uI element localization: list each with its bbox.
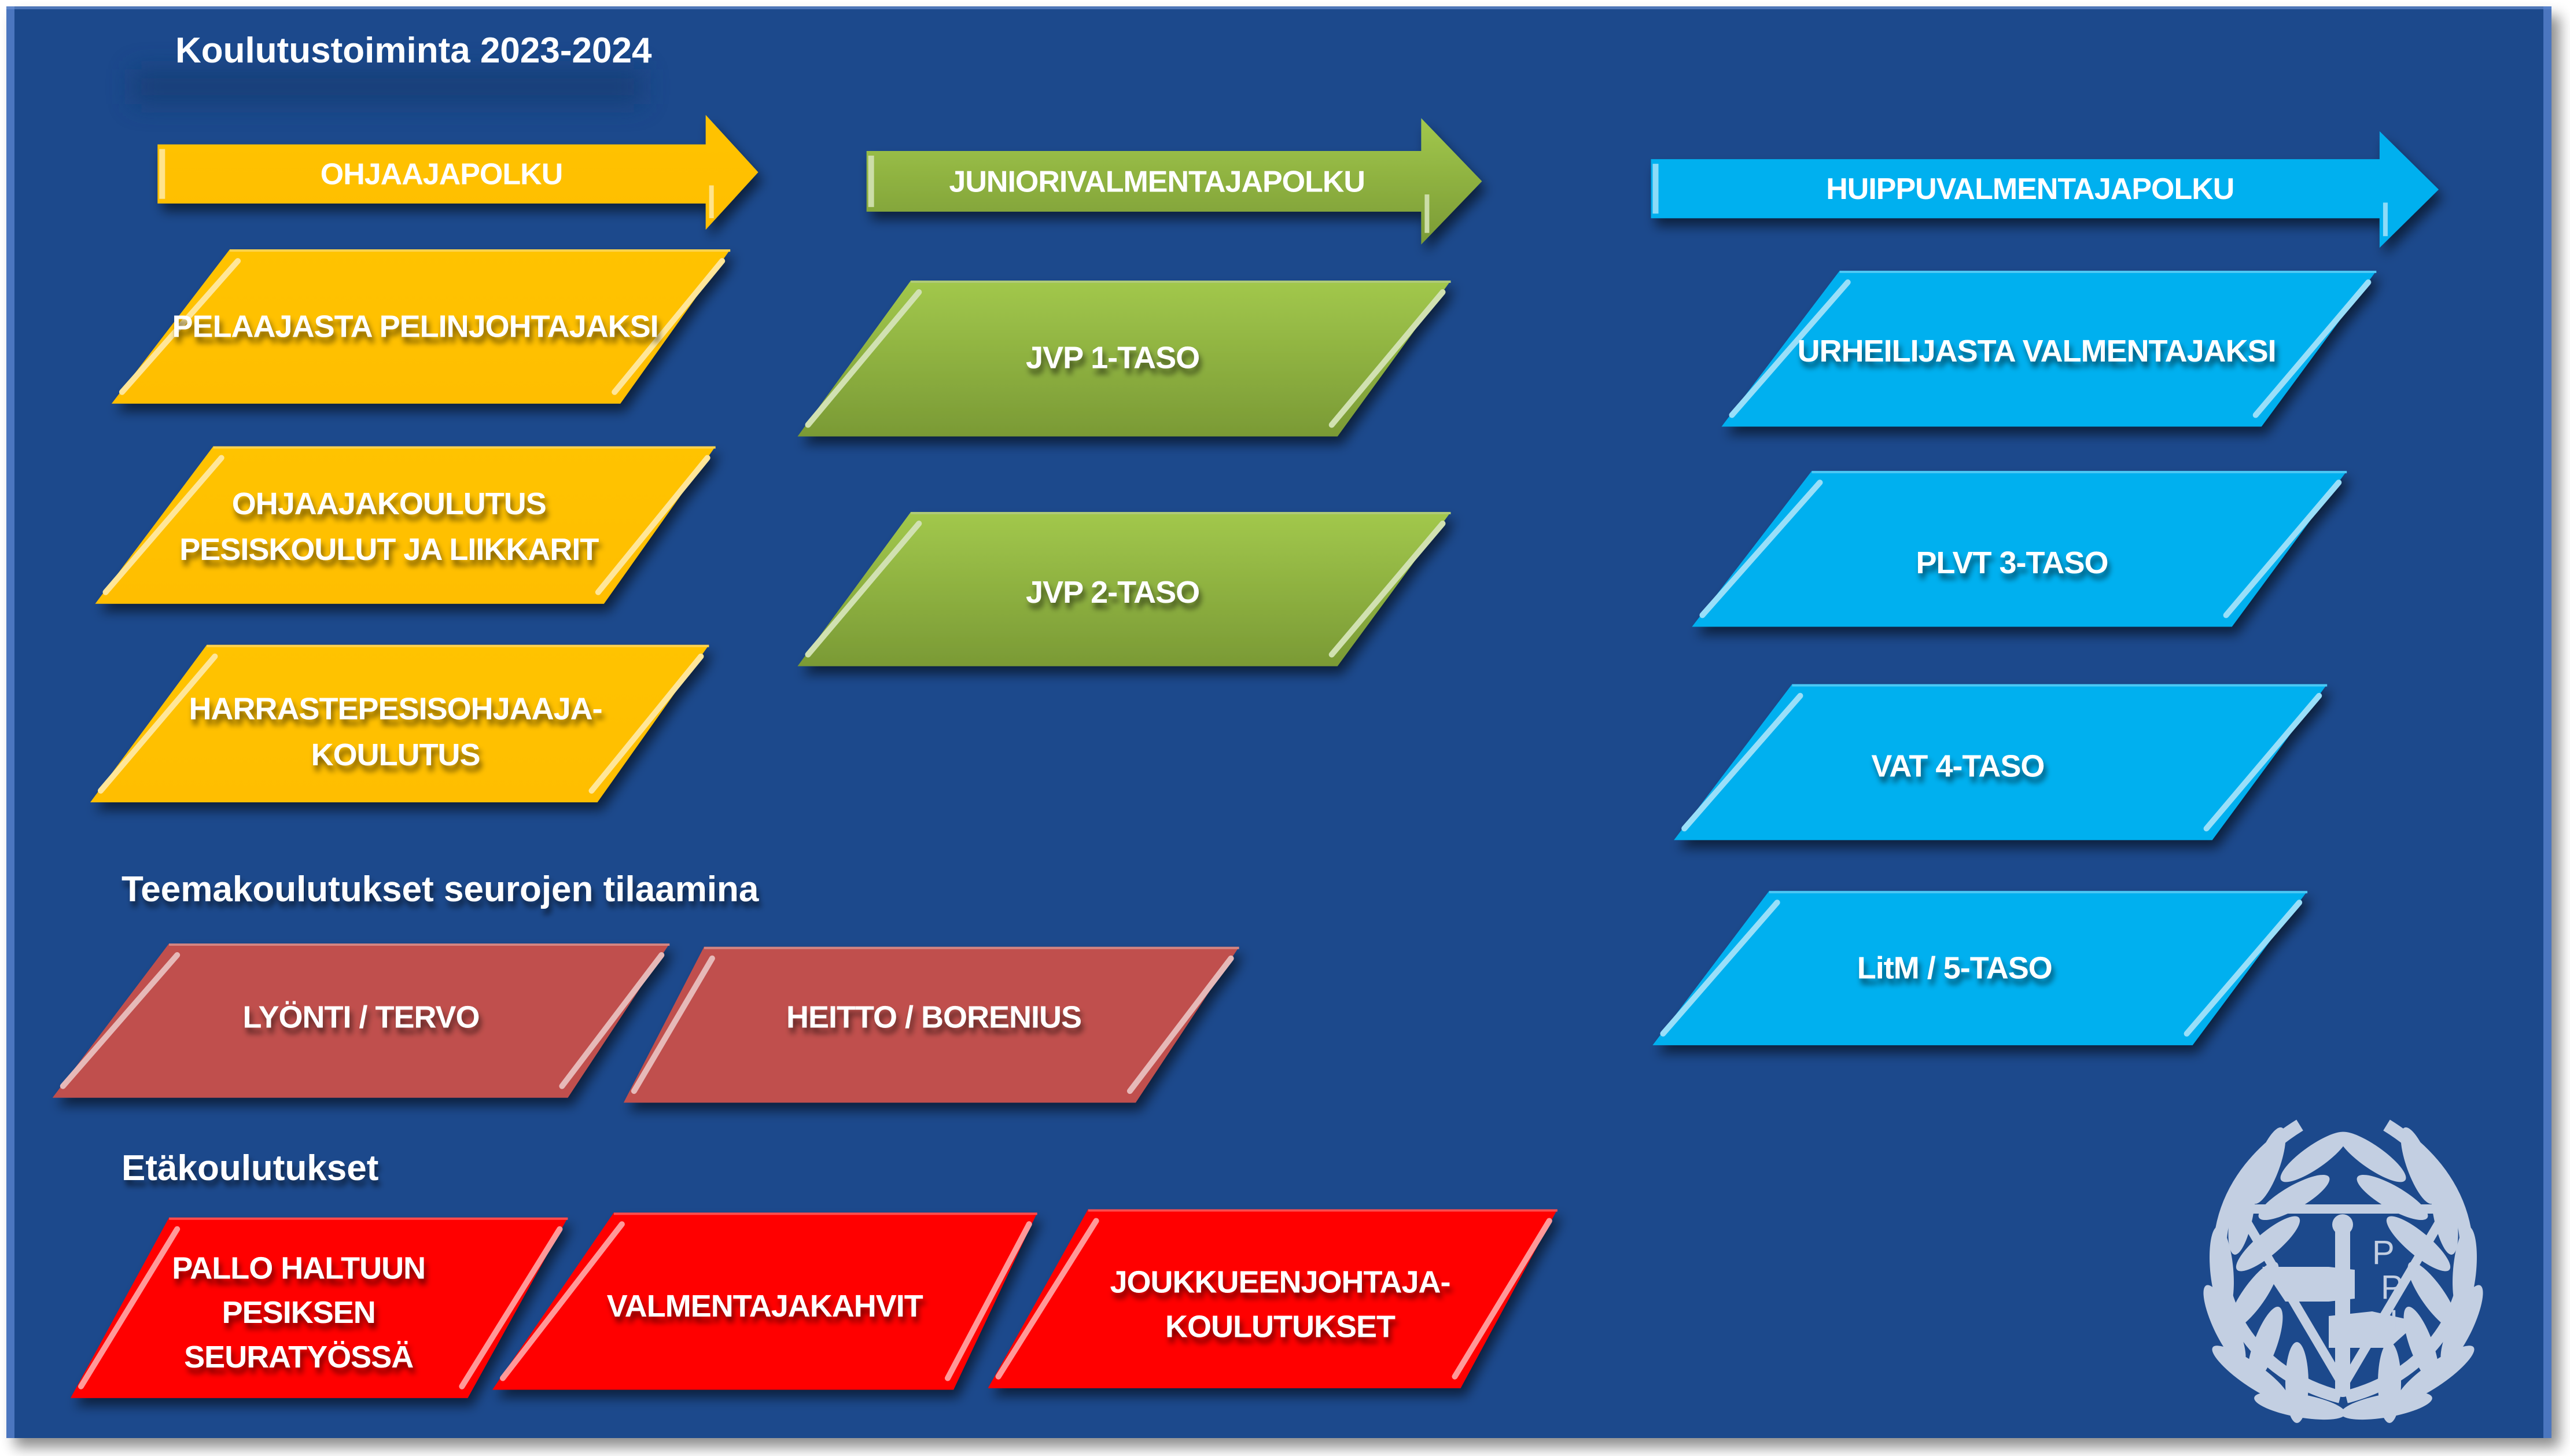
card-shape [492,1212,1037,1390]
card-bevel-left [119,258,241,395]
emblem-letter-l: L [2389,1303,2408,1341]
path-arrow-label-huippu: HUIPPUVALMENTAJAPOLKU [1826,172,2234,206]
course-card-teema-1-label-line-1: LYÖNTI / TERVO [242,1000,479,1035]
ppl-emblem-icon: P P L [2203,1119,2483,1423]
course-card-junior-1[interactable]: JVP 1-TASO [797,281,1451,437]
card-bevel-left [631,955,715,1094]
card-bevel-right [588,653,704,794]
card-bevel-left [102,455,224,595]
course-card-teema-2-label-line-1: HEITTO / BORENIUS [786,1000,1081,1035]
card-bevel-right [559,952,665,1089]
card-bevel-right [945,1221,1032,1381]
card-bevel-left [500,1221,625,1381]
card-bevel-left [805,289,922,428]
course-card-eta-1-label-line-3: SEURATYÖSSÄ [184,1340,413,1374]
section-heading-teema: Teemakoulutukset seurojen tilaamina [121,869,759,909]
course-card-ohjaaja-3[interactable]: HARRASTEPESISOHJAAJA- KOULUTUS [90,644,709,802]
card-bevel-right [1328,521,1446,658]
card-bevel-right [595,455,710,595]
course-card-huippu-3-label-line-1: VAT 4-TASO [1871,749,2044,784]
card-bevel-left [1660,900,1780,1037]
card-shape [988,1209,1558,1388]
card-bevel-left [98,653,218,794]
card-bevel-right [2223,480,2342,618]
course-card-eta-3-label-line-2: KOULUTUKSET [1165,1309,1396,1344]
path-arrow-ohjaaja[interactable]: OHJAAJAPOLKU [157,115,759,230]
course-card-junior-2-label-line-1: JVP 2-TASO [1026,575,1199,610]
card-shape [1692,471,2347,627]
course-card-ohjaaja-3-label-line-2: KOULUTUS [311,738,480,772]
card-bevel-right [2203,692,2322,832]
card-shape [797,512,1451,666]
course-card-ohjaaja-2-label-line-2: PESISKOULUT JA LIIKKARIT [179,532,599,567]
emblem-hand-upper [2262,1267,2355,1302]
card-shape [1652,891,2308,1045]
course-card-eta-1[interactable]: PALLO HALTUUN PESIKSEN SEURATYÖSSÄ [71,1217,568,1398]
arrow-shape [866,118,1482,245]
path-arrow-label-junior: JUNIORIVALMENTAJAPOLKU [949,165,1365,198]
card-shape [95,446,716,604]
title-shadow [133,69,642,104]
course-card-huippu-3[interactable]: VAT 4-TASO [1674,684,2328,841]
course-card-ohjaaja-2[interactable]: OHJAAJAKOULUTUS PESISKOULUT JA LIIKKARIT [95,446,716,604]
course-card-eta-3[interactable]: JOUKKUEENJOHTAJA- KOULUTUKSET [988,1209,1558,1388]
course-card-huippu-1-label-line-1: URHEILIJASTA VALMENTAJAKSI [1798,334,2276,368]
card-bevel-left [78,1226,181,1389]
card-shape [1721,271,2377,427]
card-bevel-left [60,952,181,1089]
card-shape [90,644,709,802]
card-bevel-right [2252,279,2372,418]
course-card-eta-3-label-line-1: JOUKKUEENJOHTAJA- [1110,1265,1450,1300]
emblem-bat [2335,1223,2350,1397]
card-bevel-left [995,1218,1099,1380]
course-card-junior-1-label-line-1: JVP 1-TASO [1026,340,1199,375]
laurel-left [2203,1119,2348,1423]
card-shape [71,1217,568,1398]
shapes-layer: OHJAAJAPOLKU PELAAJASTA PELINJOHTAJAKSI OH… [52,115,2439,1398]
arrow-shape [1651,131,2439,248]
course-card-ohjaaja-3-label-line-1: HARRASTEPESISOHJAAJA- [189,691,602,726]
card-shape [111,249,731,404]
course-card-eta-2-label-line-1: VALMENTAJAKAHVIT [607,1289,923,1324]
course-card-eta-1-label-line-2: PESIKSEN [222,1295,375,1330]
course-card-huippu-2[interactable]: PLVT 3-TASO [1692,471,2347,627]
card-bevel-right [1126,955,1234,1094]
card-shape [52,943,670,1098]
section-heading-eta: Etäkoulutukset [121,1148,378,1188]
card-shape [797,281,1451,437]
arrow-shape [157,115,759,230]
card-shape [1674,684,2328,841]
emblem-letter-p1: P [2372,1234,2395,1271]
path-arrow-huippu[interactable]: HUIPPUVALMENTAJAPOLKU [1651,131,2439,248]
course-card-teema-1[interactable]: LYÖNTI / TERVO [52,943,670,1098]
course-card-eta-1-label-line-1: PALLO HALTUUN [172,1251,425,1286]
card-bevel-left [1699,480,1823,618]
card-shape [623,946,1239,1103]
course-card-ohjaaja-1-label-line-1: PELAAJASTA PELINJOHTAJAKSI [172,309,658,344]
card-bevel-right [2184,900,2303,1037]
course-card-huippu-2-label-line-1: PLVT 3-TASO [1916,545,2108,580]
course-card-huippu-4-label-line-1: LitM / 5-TASO [1857,951,2052,986]
card-bevel-left [1681,692,1803,832]
card-bevel-left [805,521,922,658]
page-title: Koulutustoiminta 2023-2024 [175,31,652,71]
card-bevel-right [1452,1218,1552,1380]
course-card-teema-2[interactable]: HEITTO / BORENIUS [623,946,1239,1103]
path-arrow-label-ohjaaja: OHJAAJAPOLKU [321,158,563,191]
course-card-ohjaaja-1[interactable]: PELAAJASTA PELINJOHTAJAKSI [111,249,731,404]
course-card-huippu-4[interactable]: LitM / 5-TASO [1652,891,2308,1045]
emblem-letter-p2: P [2381,1269,2403,1306]
course-card-junior-2[interactable]: JVP 2-TASO [797,512,1451,666]
path-arrow-junior[interactable]: JUNIORIVALMENTAJAPOLKU [866,118,1482,245]
card-bevel-right [459,1226,563,1389]
card-bevel-left [1729,279,1851,418]
course-card-eta-2[interactable]: VALMENTAJAKAHVIT [492,1212,1037,1390]
course-card-ohjaaja-2-label-line-1: OHJAAJAKOULUTUS [232,486,546,521]
emblem-hand-lower [2329,1311,2418,1348]
card-bevel-right [1328,289,1446,428]
course-card-huippu-1[interactable]: URHEILIJASTA VALMENTAJAKSI [1721,271,2377,427]
card-bevel-right [612,258,726,395]
